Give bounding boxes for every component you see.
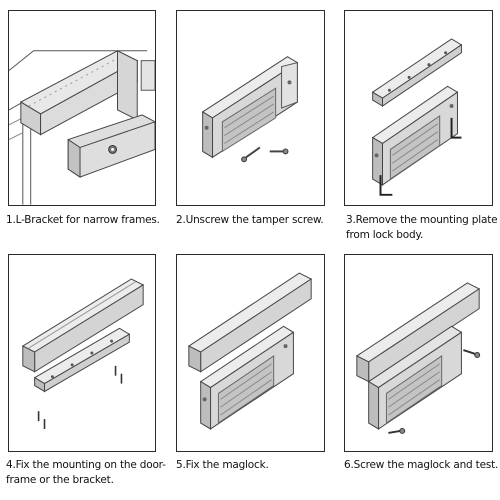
step-6-illustration (344, 254, 493, 452)
step-2-illustration (176, 10, 325, 206)
step-4-caption: 4.Fix the mounting on the door- frame or… (6, 459, 166, 486)
step-6-caption: 6.Screw the maglock and test. (344, 459, 499, 471)
step-1-caption: 1.L-Bracket for narrow frames. (6, 214, 160, 226)
step-1-illustration (8, 10, 156, 206)
fix-maglock-drawing (187, 272, 313, 430)
step-5-caption: 5.Fix the maglock. (176, 459, 269, 471)
step-3-illustration (344, 10, 493, 206)
step-4-illustration (8, 254, 156, 452)
l-bracket-narrow-frame-drawing (9, 49, 155, 205)
remove-mounting-plate-drawing (371, 38, 463, 196)
step-3-caption: 3.Remove the mounting plate from lock bo… (346, 214, 498, 241)
screw-maglock-test-drawing (355, 282, 481, 434)
fix-mounting-plate-drawing (21, 278, 145, 429)
maglock-tamper-screw-drawing (201, 56, 299, 163)
step-2-caption: 2.Unscrew the tamper screw. (176, 214, 324, 226)
step-5-illustration (176, 254, 325, 452)
